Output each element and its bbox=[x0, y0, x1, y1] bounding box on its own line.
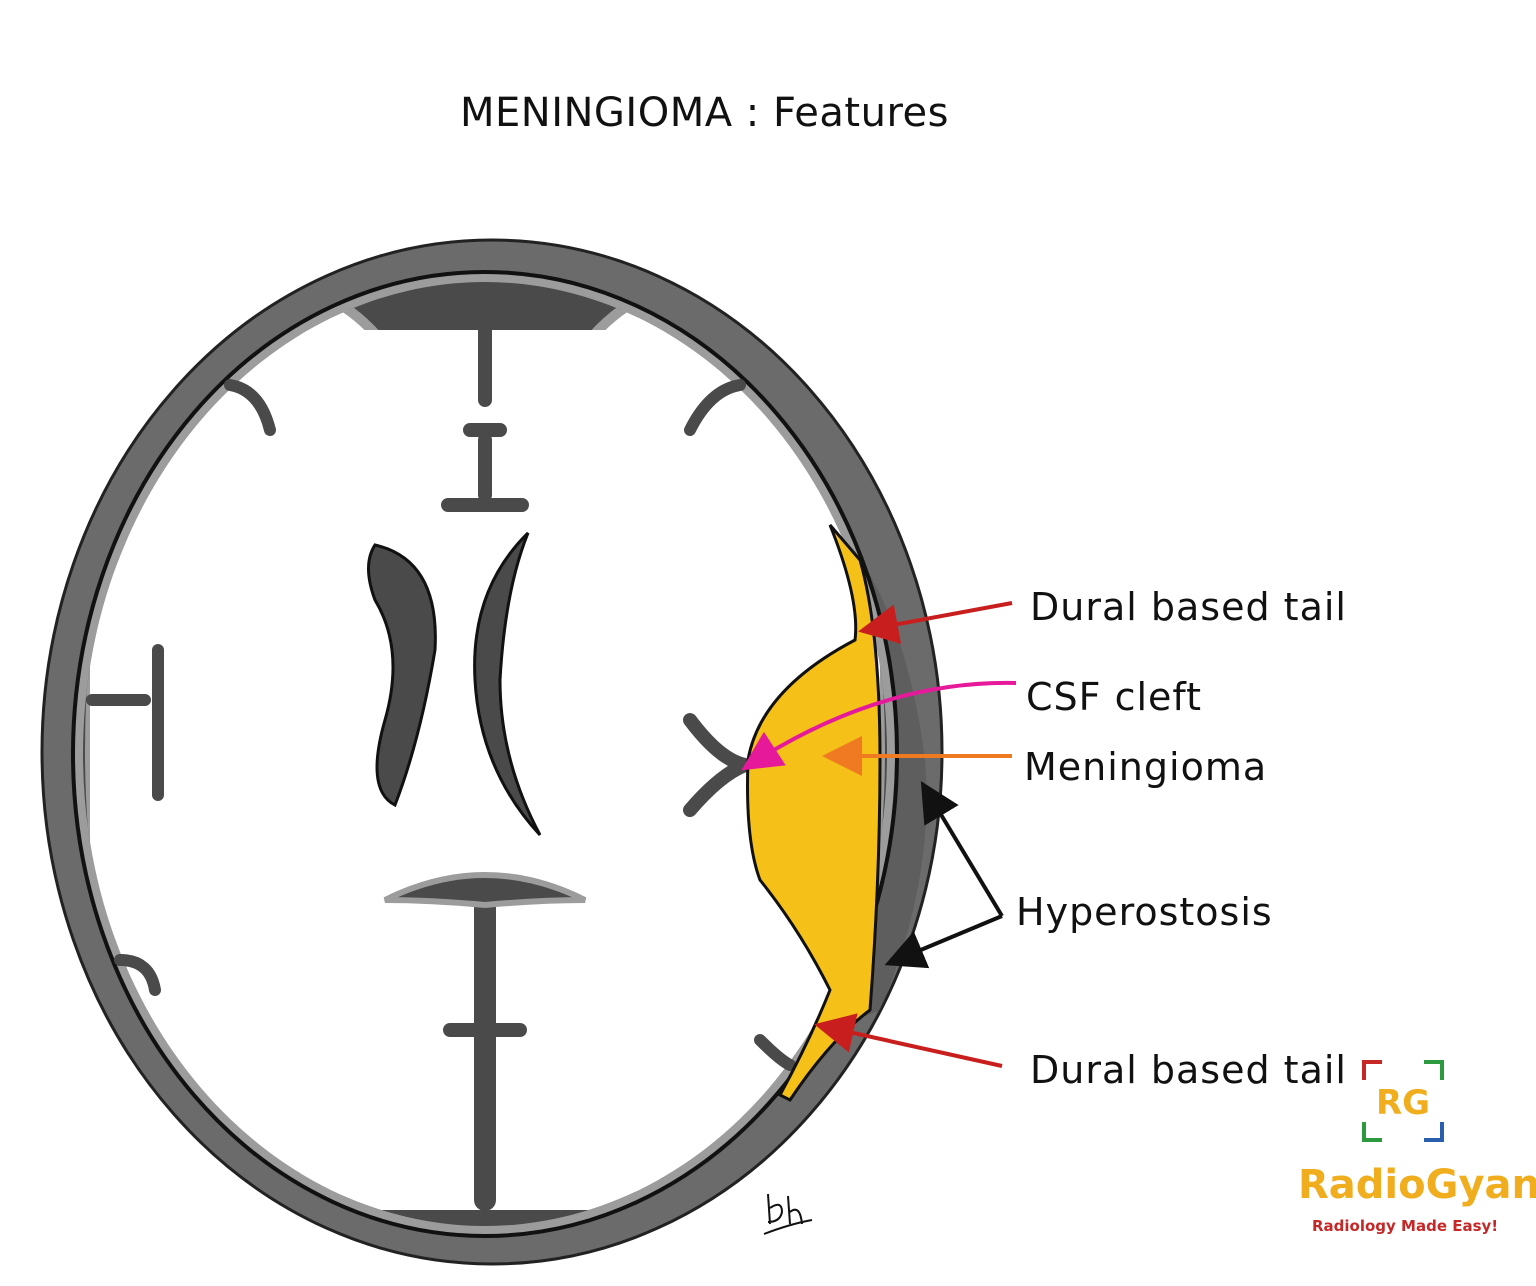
logo-tagline: Radiology Made Easy! bbox=[1312, 1217, 1499, 1235]
label-csf-cleft: CSF cleft bbox=[1026, 675, 1203, 719]
falx-anterior bbox=[441, 283, 529, 512]
label-dural-tail-top: Dural based tail bbox=[1030, 585, 1347, 629]
logo-initials: RG bbox=[1376, 1083, 1430, 1123]
left-sylvian-fissure bbox=[86, 644, 164, 801]
label-dural-tail-bottom: Dural based tail bbox=[1030, 1048, 1347, 1092]
logo-name: RadioGyan bbox=[1298, 1162, 1536, 1208]
radiogyan-logo-icon: RG bbox=[1362, 1060, 1444, 1142]
arrow-hyperostosis bbox=[920, 781, 1004, 918]
diagram-title: MENINGIOMA : Features bbox=[460, 90, 949, 136]
label-hyperostosis: Hyperostosis bbox=[1016, 890, 1273, 934]
arrow-hyperostosis-lower bbox=[884, 914, 1003, 969]
right-lateral-ventricle bbox=[473, 531, 542, 837]
artist-signature-icon bbox=[763, 1193, 813, 1235]
meningioma-tumor bbox=[746, 524, 882, 1102]
arrow-dural-tail-bottom bbox=[814, 1013, 1003, 1068]
left-lateral-ventricle bbox=[367, 543, 437, 808]
splenium-csf bbox=[383, 872, 587, 909]
label-meningioma: Meningioma bbox=[1024, 745, 1268, 789]
arrow-csf-cleft bbox=[741, 680, 1017, 771]
arrow-dural-tail-top bbox=[858, 601, 1013, 644]
